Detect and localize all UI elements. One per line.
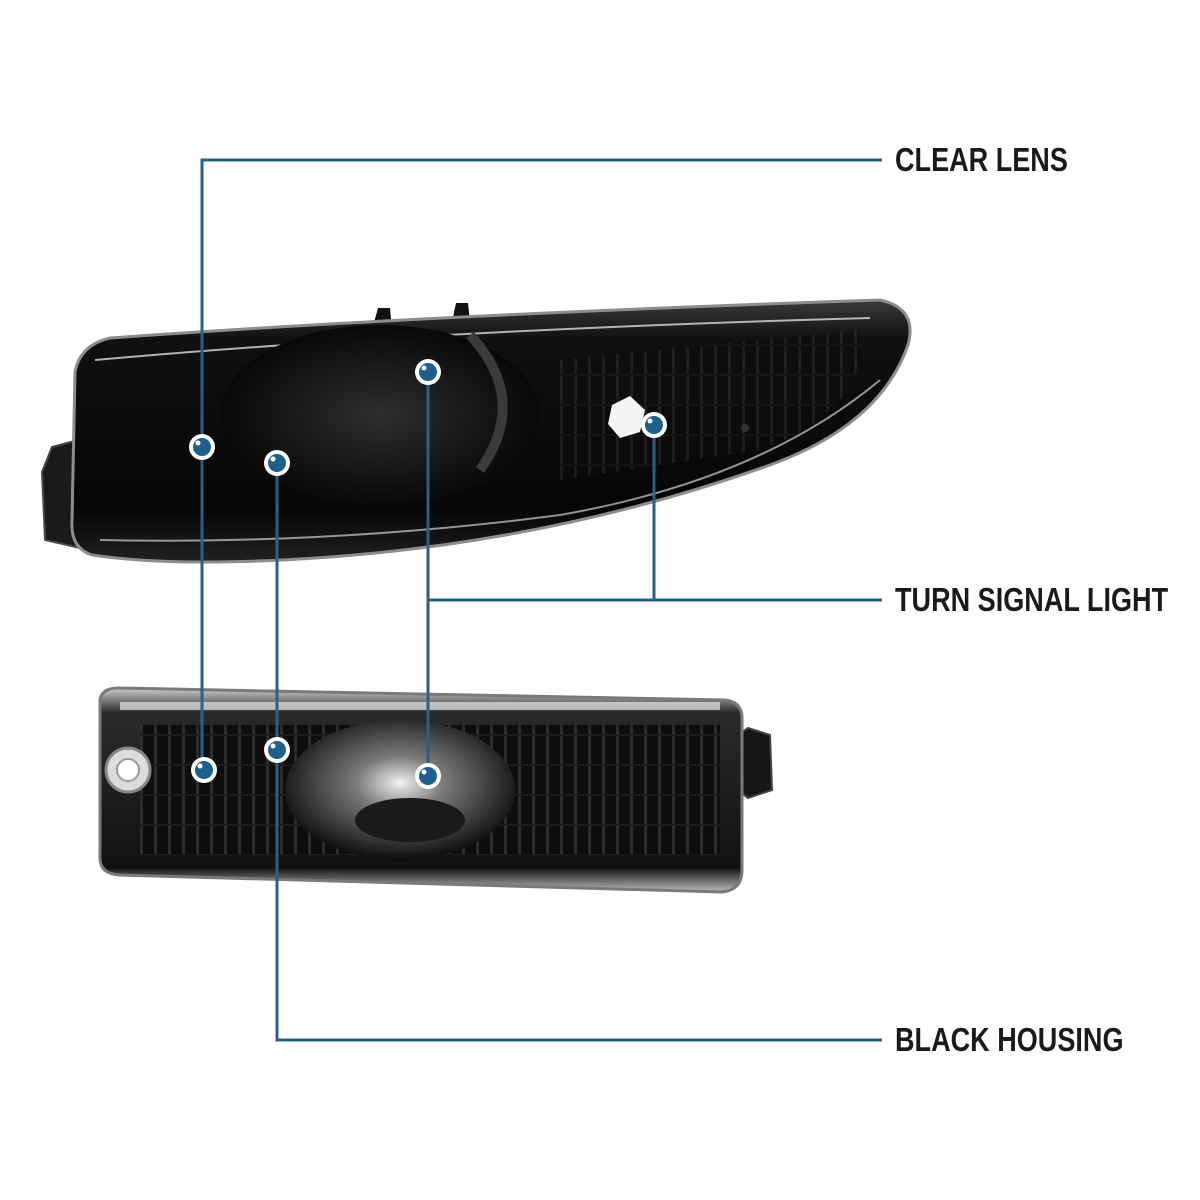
marker-dot-turn-signal-spot	[641, 412, 667, 438]
bottom-lamp-image	[98, 686, 774, 894]
marker-dot-clear-lens-top	[189, 434, 215, 460]
marker-dot-black-housing-top	[264, 450, 290, 476]
reflector-arc	[466, 331, 508, 473]
label-clear-lens: CLEAR LENS	[895, 141, 1068, 178]
turn-signal-bulb-spot	[608, 396, 645, 438]
clear-lens-edge	[94, 317, 871, 361]
top-lamp-image	[40, 298, 912, 564]
marker-dot-black-housing-bottom	[264, 737, 290, 763]
small-hole	[741, 424, 749, 432]
leader-line-clear-lens	[200, 158, 882, 447]
mounting-eyelet-hole	[116, 758, 140, 782]
top-reflector	[220, 325, 540, 505]
leader-lines	[200, 158, 882, 1042]
bottom-bulb-base	[355, 798, 465, 842]
marker-dot-turn-signal-bottom	[415, 763, 441, 789]
label-turn-signal-light: TURN SIGNAL LIGHT	[895, 581, 1169, 618]
label-black-housing: BLACK HOUSING	[895, 1021, 1124, 1058]
marker-dot-clear-lens-bottom	[191, 757, 217, 783]
bottom-lens-highlight	[120, 702, 720, 710]
marker-dot-turn-signal-top	[415, 359, 441, 385]
top-ribbed-area	[560, 330, 861, 480]
leader-line-black-housing	[275, 463, 882, 1042]
clear-lens-bottom-edge	[99, 379, 881, 542]
marker-dots	[189, 359, 667, 789]
